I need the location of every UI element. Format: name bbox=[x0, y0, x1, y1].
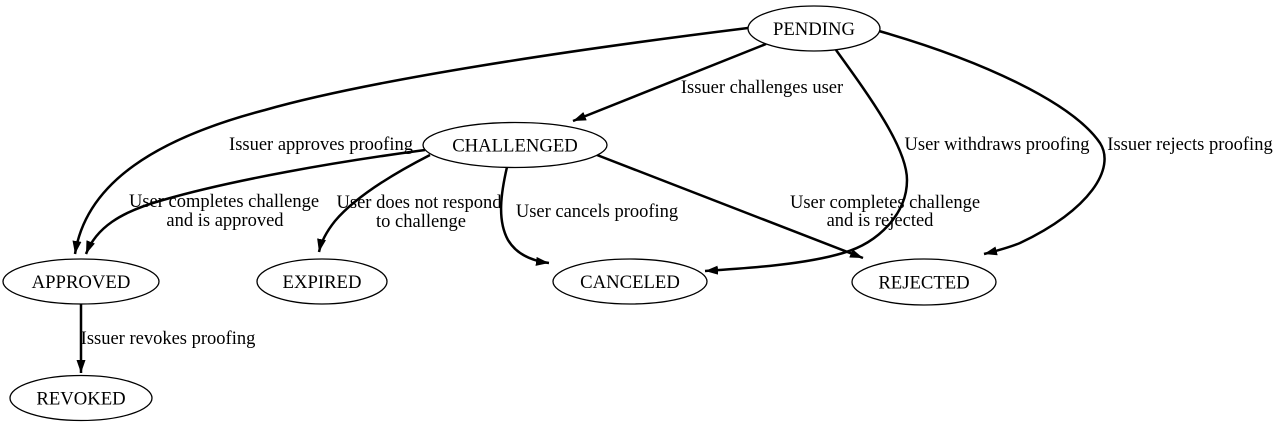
edge-challenged-rejected: User completes challenge and is rejected bbox=[596, 153, 980, 260]
node-label-approved: APPROVED bbox=[32, 272, 131, 293]
edge-challenged-approved: User completes challenge and is approved bbox=[84, 148, 426, 255]
edge-pending-approved: Issuer approves proofing bbox=[72, 26, 749, 255]
edge-label-user-does-not-respond-line1: User does not respond bbox=[337, 193, 503, 213]
state-node-pending: PENDING bbox=[747, 5, 881, 52]
edge-label-user-does-not-respond-line2: to challenge bbox=[376, 212, 466, 232]
node-ellipse bbox=[851, 258, 997, 306]
node-label-revoked: REVOKED bbox=[36, 389, 125, 410]
edge-pending-challenged: Issuer challenges user bbox=[572, 42, 843, 123]
state-node-canceled: CANCELED bbox=[552, 258, 708, 305]
node-ellipse bbox=[2, 258, 160, 305]
edge-line bbox=[704, 49, 909, 275]
edge-label-user-withdraws-proofing: User withdraws proofing bbox=[905, 135, 1090, 155]
edge-label-user-completes-challenge-rejected-line1: User completes challenge bbox=[790, 193, 980, 213]
node-label-expired: EXPIRED bbox=[283, 272, 362, 293]
node-label-challenged: CHALLENGED bbox=[452, 136, 578, 157]
edge-label-issuer-challenges-user: Issuer challenges user bbox=[681, 78, 843, 98]
node-ellipse bbox=[552, 258, 708, 305]
edge-label-issuer-revokes-proofing: Issuer revokes proofing bbox=[81, 329, 256, 349]
state-node-rejected: REJECTED bbox=[851, 258, 997, 306]
state-node-approved: APPROVED bbox=[2, 258, 160, 305]
state-node-revoked: REVOKED bbox=[9, 374, 153, 422]
node-ellipse bbox=[9, 374, 153, 422]
edge-challenged-canceled: User cancels proofing bbox=[499, 166, 678, 266]
state-node-expired: EXPIRED bbox=[256, 258, 388, 305]
node-ellipse bbox=[747, 5, 881, 52]
edge-label-user-completes-challenge-approved-line1: User completes challenge bbox=[129, 192, 319, 212]
edge-line bbox=[84, 148, 426, 255]
edge-pending-rejected: Issuer rejects proofing bbox=[878, 29, 1273, 256]
edge-line bbox=[572, 42, 767, 123]
edge-label-issuer-approves-proofing: Issuer approves proofing bbox=[229, 135, 413, 155]
node-ellipse bbox=[256, 258, 388, 305]
edge-label-user-cancels-proofing: User cancels proofing bbox=[516, 202, 678, 222]
edge-line bbox=[72, 26, 749, 255]
edge-label-user-completes-challenge-approved-line2: and is approved bbox=[166, 211, 284, 231]
edge-label-issuer-rejects-proofing: Issuer rejects proofing bbox=[1107, 135, 1272, 155]
state-node-challenged: CHALLENGED bbox=[422, 121, 608, 169]
node-ellipse bbox=[422, 121, 608, 169]
edge-line bbox=[499, 166, 550, 266]
node-label-rejected: REJECTED bbox=[878, 273, 969, 294]
edge-line bbox=[317, 153, 431, 253]
edge-pending-canceled: User withdraws proofing bbox=[704, 49, 1090, 275]
edge-line bbox=[878, 29, 1106, 256]
edge-label-user-completes-challenge-rejected-line2: and is rejected bbox=[827, 211, 935, 231]
node-label-canceled: CANCELED bbox=[580, 272, 680, 293]
edge-approved-revoked: Issuer revokes proofing bbox=[76, 304, 256, 373]
edge-challenged-expired: User does not respond to challenge bbox=[317, 153, 503, 253]
node-label-pending: PENDING bbox=[773, 19, 855, 40]
edge-line bbox=[596, 153, 864, 260]
